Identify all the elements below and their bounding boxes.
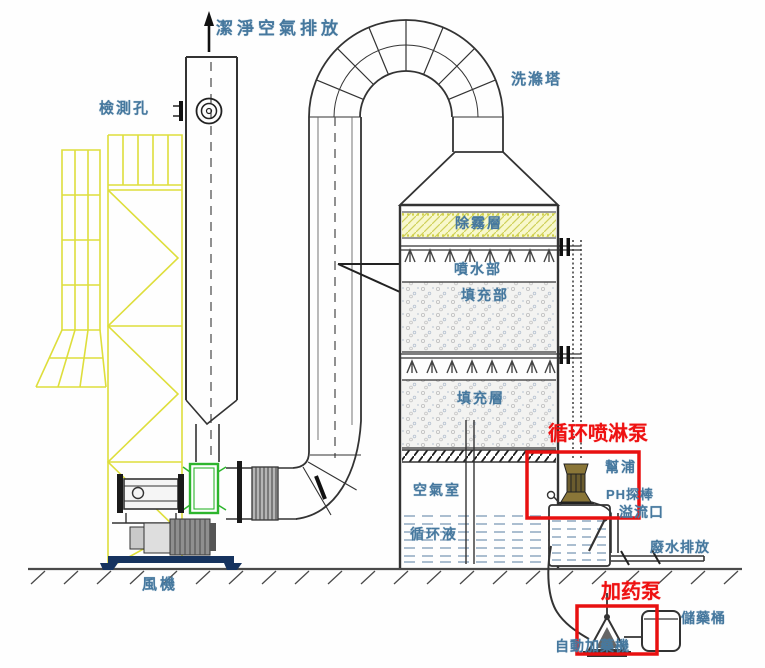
top-duct-bend xyxy=(308,19,504,118)
label-scrubber-tower: 洗滌塔 xyxy=(511,71,563,88)
circulation-pump-highlight-box xyxy=(525,450,641,520)
label-circulating-liquid: 循环液 xyxy=(410,526,458,542)
packing-band-1 xyxy=(402,282,556,352)
wastewater-pipe xyxy=(590,501,705,562)
label-chemical-barrel: 儲藥桶 xyxy=(681,610,726,626)
circulation-pump-station xyxy=(546,240,705,567)
ground-line xyxy=(28,567,742,585)
exhaust-stack xyxy=(185,56,238,462)
internal-pipe xyxy=(465,420,475,564)
flex-joint xyxy=(182,462,227,515)
support-grid-band xyxy=(402,450,556,462)
label-overflow-port: 溢流口 xyxy=(619,504,664,520)
tower xyxy=(397,151,581,568)
label-demister-layer: 除霧層 xyxy=(455,215,503,231)
label-inspection-hole: 檢測孔 xyxy=(99,100,151,117)
circulation-pipe xyxy=(572,240,582,460)
pump-sump-tank xyxy=(548,504,611,567)
label-ph-probe: PH探棒 xyxy=(606,487,655,502)
inspection-hole-port xyxy=(173,97,223,125)
spray-nozzles-row2 xyxy=(406,359,556,374)
label-packing-section: 填充部 xyxy=(461,287,509,303)
label-fan: 風機 xyxy=(142,576,179,593)
chemical-barrel-shape xyxy=(641,610,681,652)
duct-legs xyxy=(308,117,504,458)
dosing-pump-highlight-box xyxy=(575,604,659,656)
label-auto-dosing-machine: 自動加藥機 xyxy=(555,638,630,654)
pipe-valves xyxy=(620,549,661,566)
demister-band xyxy=(402,213,556,237)
spray-nozzles-row1 xyxy=(404,248,555,263)
tower-cone xyxy=(397,151,561,206)
label-dosing-pump: 加药泵 xyxy=(601,581,661,603)
label-pump: 幫浦 xyxy=(605,459,637,475)
label-wastewater-discharge: 廢水排放 xyxy=(650,539,710,555)
label-circulation-spray-pump: 循环喷淋泵 xyxy=(548,423,648,445)
label-air-chamber: 空氣室 xyxy=(413,482,461,498)
ph-probe-stick xyxy=(588,520,605,552)
packing-band-2 xyxy=(402,380,556,448)
label-packing-layer: 填充層 xyxy=(457,390,505,406)
fan-assembly xyxy=(100,474,242,570)
label-spray-section: 噴水部 xyxy=(454,261,502,277)
tower-water xyxy=(404,515,554,563)
lower-elbow-duct xyxy=(226,420,362,523)
label-clean-air-discharge: 潔淨空氣排放 xyxy=(216,19,342,38)
clean-air-arrow xyxy=(204,11,214,52)
dosing-system xyxy=(547,545,681,657)
